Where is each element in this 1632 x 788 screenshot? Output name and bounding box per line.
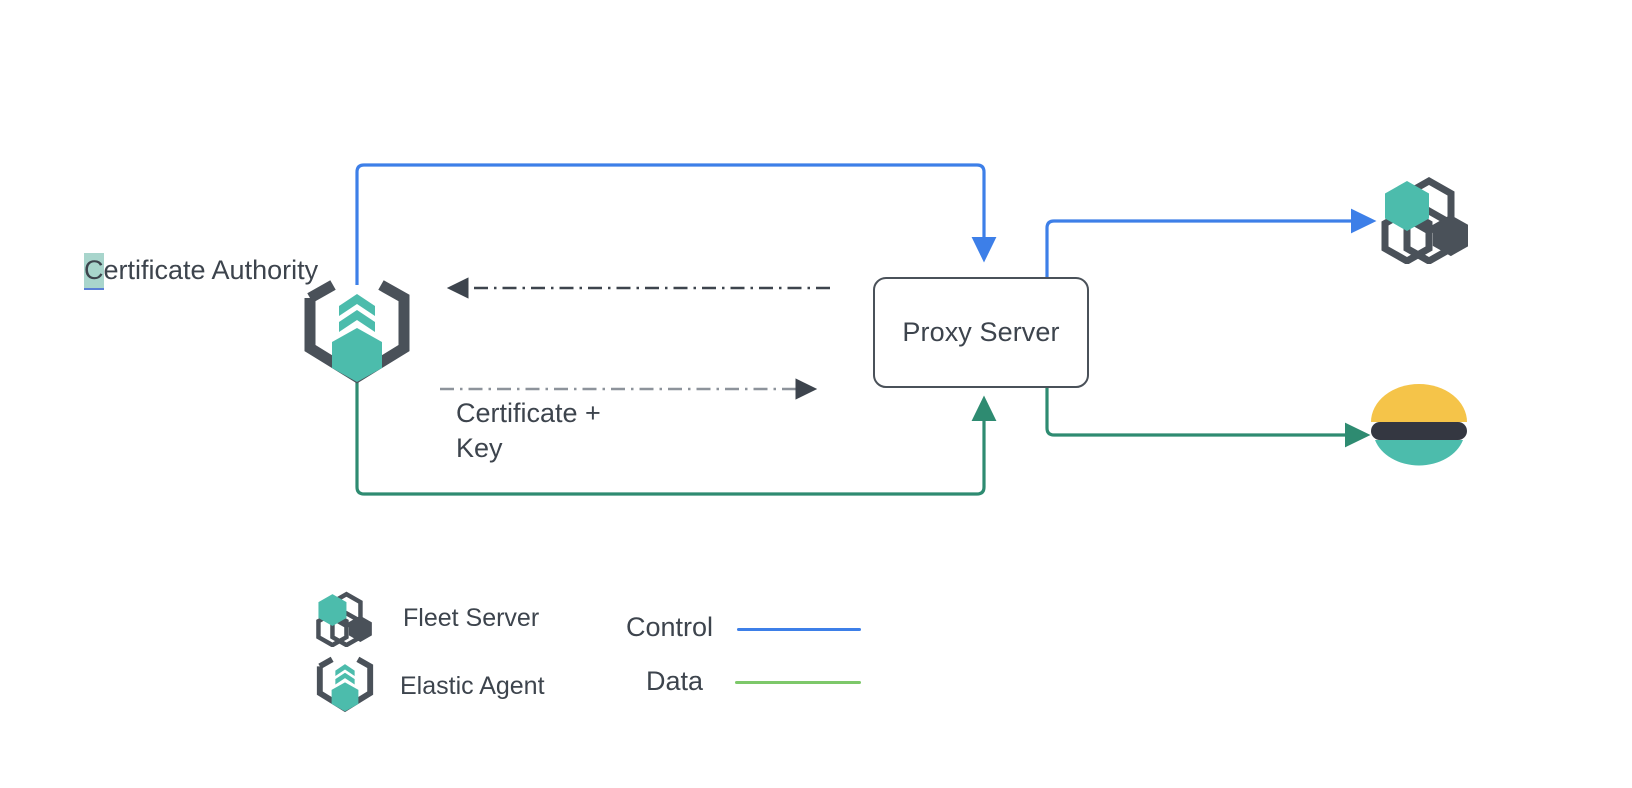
certificate-authority-label: Certificate Authority bbox=[84, 252, 319, 290]
legend-key-swatch-control bbox=[737, 628, 861, 632]
proxy-server-node[interactable]: Proxy Server bbox=[873, 277, 1089, 388]
edge-control-proxy-to-fleet bbox=[1045, 208, 1377, 277]
edge-data-agent-to-proxy bbox=[355, 380, 997, 496]
legend-item-label-fleet-server: Fleet Server bbox=[403, 604, 540, 632]
certificate-key-label: Certificate + Key bbox=[456, 398, 601, 463]
certificate-authority-icon bbox=[301, 278, 413, 384]
legend-key-label-control: Control bbox=[626, 612, 714, 642]
fleet-server-icon bbox=[1376, 176, 1468, 264]
certificate-authority-text: ertificate Authority bbox=[103, 255, 319, 285]
legend-elastic-agent-icon bbox=[315, 655, 375, 713]
legend-item-label-elastic-agent: Elastic Agent bbox=[400, 672, 545, 700]
legend-key-label-data: Data bbox=[646, 666, 704, 696]
certificate-authority-highlight: C bbox=[84, 253, 104, 290]
elasticsearch-icon bbox=[1369, 384, 1469, 476]
edge-data-proxy-to-elasticsearch bbox=[1045, 388, 1371, 448]
edge-control-agent-to-proxy bbox=[355, 163, 997, 285]
proxy-server-label: Proxy Server bbox=[902, 317, 1060, 347]
legend-key-swatch-data bbox=[735, 681, 861, 685]
legend-fleet-server-icon bbox=[306, 591, 378, 647]
